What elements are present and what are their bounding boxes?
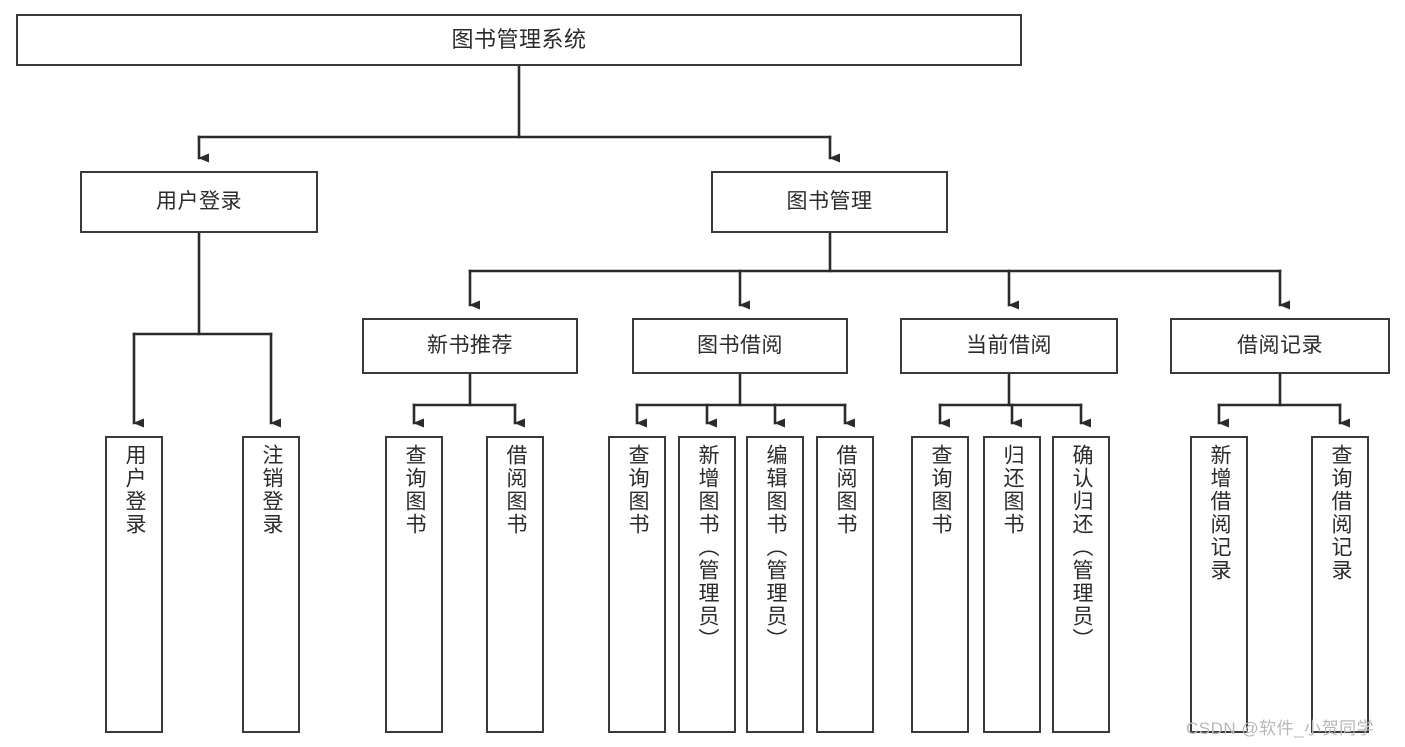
node-root-label: 图书管理系统 xyxy=(451,27,587,53)
node-leaf-return-book-label: 归还图书 xyxy=(1001,444,1025,536)
node-leaf-add-record[interactable]: 新增借阅记录 xyxy=(1190,436,1248,733)
node-current-borrow-label: 当前借阅 xyxy=(966,333,1052,357)
node-leaf-borrow-book-2-label: 借阅图书 xyxy=(834,444,858,536)
node-user-login-label: 用户登录 xyxy=(156,189,242,213)
node-leaf-edit-book-label: 编辑图书（管理员） xyxy=(764,444,788,651)
node-borrow-record-label: 借阅记录 xyxy=(1237,333,1323,357)
node-book-borrow-label: 图书借阅 xyxy=(697,333,783,357)
node-leaf-query-book-2[interactable]: 查询图书 xyxy=(608,436,666,733)
node-leaf-query-book-3-label: 查询图书 xyxy=(929,444,953,536)
node-leaf-user-logout[interactable]: 注销登录 xyxy=(242,436,300,733)
node-leaf-borrow-book-1[interactable]: 借阅图书 xyxy=(486,436,544,733)
csdn-watermark: CSDN @软件_小贺同学 xyxy=(1186,719,1375,738)
node-new-book-rec[interactable]: 新书推荐 xyxy=(362,318,578,374)
node-root[interactable]: 图书管理系统 xyxy=(16,14,1022,66)
node-leaf-return-book[interactable]: 归还图书 xyxy=(983,436,1041,733)
node-user-login[interactable]: 用户登录 xyxy=(80,171,318,233)
node-leaf-query-book-2-label: 查询图书 xyxy=(626,444,650,536)
node-leaf-borrow-book-1-label: 借阅图书 xyxy=(504,444,528,536)
node-leaf-borrow-book-2[interactable]: 借阅图书 xyxy=(816,436,874,733)
node-book-manage[interactable]: 图书管理 xyxy=(711,171,948,233)
node-leaf-query-book-1[interactable]: 查询图书 xyxy=(385,436,443,733)
node-leaf-query-book-3[interactable]: 查询图书 xyxy=(911,436,969,733)
node-leaf-query-record-label: 查询借阅记录 xyxy=(1329,444,1353,582)
node-book-borrow[interactable]: 图书借阅 xyxy=(632,318,848,374)
node-leaf-query-record[interactable]: 查询借阅记录 xyxy=(1311,436,1369,733)
node-leaf-user-logout-label: 注销登录 xyxy=(260,444,284,536)
node-book-manage-label: 图书管理 xyxy=(786,189,873,213)
node-leaf-user-login[interactable]: 用户登录 xyxy=(105,436,163,733)
node-leaf-confirm-return-label: 确认归还（管理员） xyxy=(1070,444,1094,651)
node-leaf-add-book-label: 新增图书（管理员） xyxy=(696,444,720,651)
node-current-borrow[interactable]: 当前借阅 xyxy=(900,318,1118,374)
node-leaf-add-book[interactable]: 新增图书（管理员） xyxy=(678,436,736,733)
node-leaf-user-login-label: 用户登录 xyxy=(123,444,147,536)
node-leaf-add-record-label: 新增借阅记录 xyxy=(1208,444,1232,582)
node-leaf-query-book-1-label: 查询图书 xyxy=(403,444,427,536)
node-leaf-edit-book[interactable]: 编辑图书（管理员） xyxy=(746,436,804,733)
node-leaf-confirm-return[interactable]: 确认归还（管理员） xyxy=(1052,436,1110,733)
node-borrow-record[interactable]: 借阅记录 xyxy=(1170,318,1390,374)
node-new-book-rec-label: 新书推荐 xyxy=(427,333,513,357)
